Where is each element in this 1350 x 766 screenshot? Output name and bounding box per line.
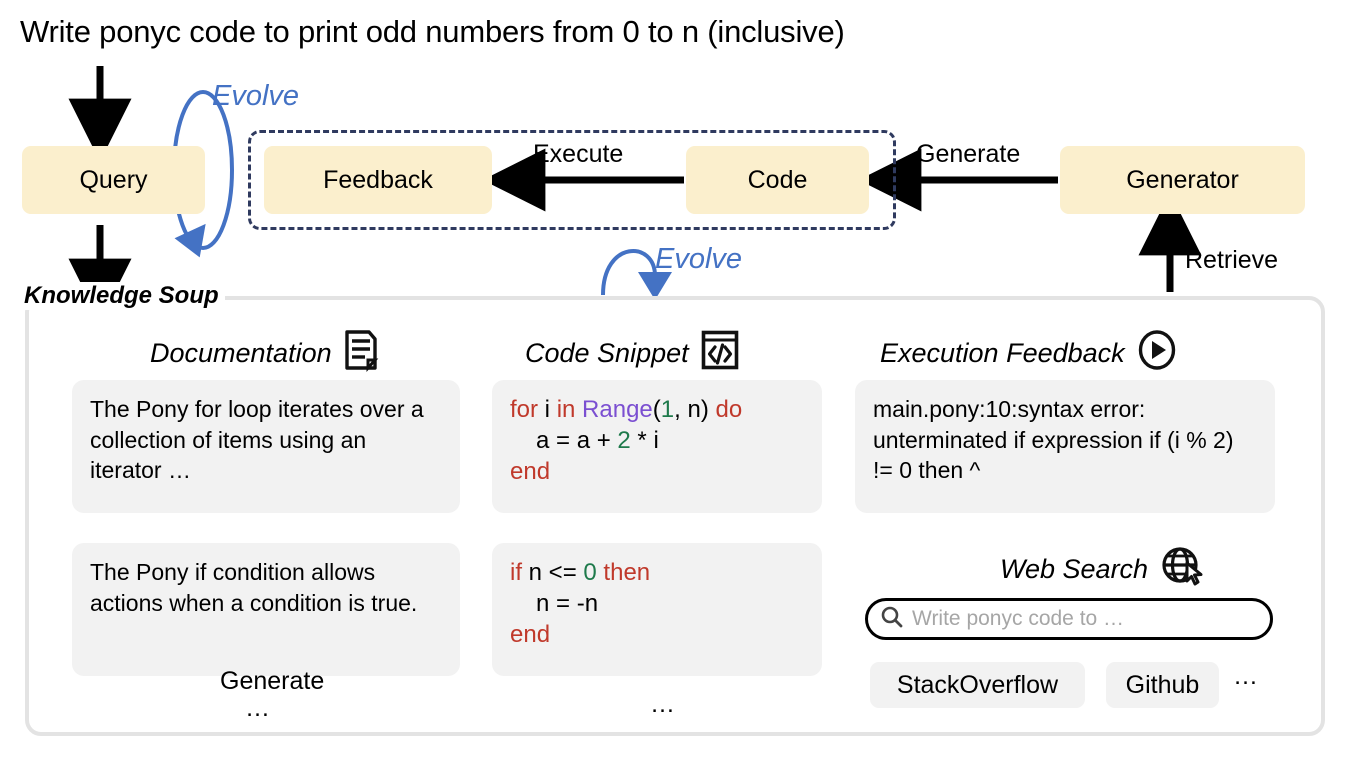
column-header-execution-feedback: Execution Feedback — [880, 330, 1177, 377]
code-token: then — [603, 559, 651, 586]
edge-label-evolve-query: Evolve — [212, 80, 300, 112]
column-label-execution-feedback: Execution Feedback — [880, 338, 1125, 368]
node-generator-label: Generator — [1126, 165, 1239, 194]
code-brackets-icon — [701, 330, 739, 377]
web-source-chip[interactable]: Github — [1106, 662, 1219, 708]
node-code[interactable]: Code — [686, 146, 869, 214]
column-header-code-snippet: Code Snippet — [525, 330, 739, 377]
edge-label-generate-soup: Generate — [220, 667, 325, 695]
code-token: i — [538, 396, 557, 423]
execution-feedback-card[interactable]: main.pony:10:syntax error: unterminated … — [855, 380, 1275, 513]
code-token: n = -n — [536, 590, 599, 618]
documentation-ellipsis: … — [245, 694, 270, 722]
code-token: do — [715, 396, 743, 423]
code-line: if n <= 0 then — [510, 557, 804, 588]
node-query[interactable]: Query — [22, 146, 205, 214]
documentation-card[interactable]: The Pony for loop iterates over a collec… — [72, 380, 460, 513]
code-token: * i — [630, 427, 659, 455]
web-source-more: … — [1233, 662, 1258, 690]
code-line: n = -n — [510, 588, 804, 619]
web-search-header: Web Search — [1000, 545, 1204, 594]
column-label-documentation: Documentation — [150, 338, 332, 368]
code-token: in — [556, 396, 576, 423]
code-token: 2 — [617, 427, 631, 455]
column-label-code-snippet: Code Snippet — [525, 338, 689, 368]
edge-label-execute: Execute — [533, 140, 624, 168]
play-circle-icon — [1137, 330, 1177, 377]
edge-label-retrieve: Retrieve — [1185, 246, 1279, 274]
node-code-label: Code — [747, 165, 808, 194]
node-feedback[interactable]: Feedback — [264, 146, 492, 214]
code-line: end — [510, 456, 804, 487]
node-feedback-label: Feedback — [323, 165, 433, 194]
code-token: ( — [652, 396, 661, 423]
code-token: end — [510, 621, 551, 649]
code-token: n <= — [522, 559, 584, 586]
feedback-code-group — [248, 130, 896, 230]
web-source-chip[interactable]: StackOverflow — [870, 662, 1085, 708]
code-token: 1 — [660, 396, 675, 423]
web-search-label: Web Search — [1000, 554, 1149, 584]
edge-label-evolve-soup: Evolve — [655, 243, 743, 275]
search-icon — [880, 605, 904, 634]
code-token: Range — [582, 396, 653, 423]
globe-cursor-icon — [1160, 545, 1204, 594]
code-token: if — [510, 559, 522, 586]
edge-label-generate: Generate — [916, 140, 1021, 168]
code-token: , n) — [674, 396, 716, 423]
code-line: end — [510, 619, 804, 650]
node-query-label: Query — [79, 165, 148, 194]
code-line: for i in Range(1, n) do — [510, 394, 804, 425]
page-title: Write ponyc code to print odd numbers fr… — [20, 14, 845, 49]
code-token: 0 — [583, 559, 597, 586]
code-token: end — [510, 458, 551, 486]
code-line: a = a + 2 * i — [510, 425, 804, 456]
code-token: for — [510, 396, 539, 423]
column-header-documentation: Documentation — [150, 330, 378, 377]
code-snippet-ellipsis: … — [650, 690, 675, 718]
web-search-placeholder: Write ponyc code to … — [912, 607, 1125, 630]
code-token: a = a + — [536, 427, 618, 455]
web-search-input[interactable]: Write ponyc code to … — [865, 598, 1273, 640]
documentation-card[interactable]: The Pony if condition allows actions whe… — [72, 543, 460, 676]
knowledge-soup-title: Knowledge Soup — [18, 282, 225, 310]
node-generator[interactable]: Generator — [1060, 146, 1305, 214]
document-icon — [344, 330, 378, 377]
